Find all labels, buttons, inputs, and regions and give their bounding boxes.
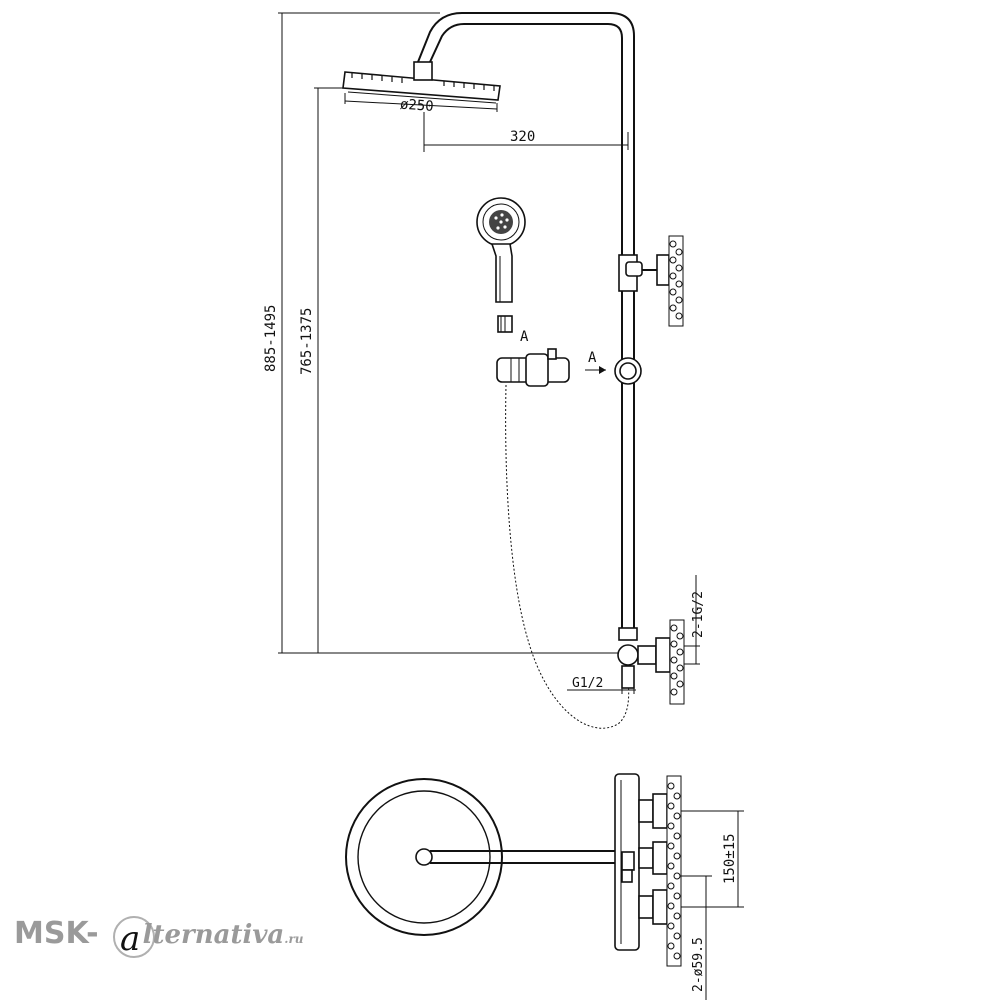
section-a-arrow: A xyxy=(585,350,606,374)
arm-reach-dimension: 320 xyxy=(423,112,629,152)
outlet-thread-label: G1/2 xyxy=(572,676,603,691)
arm-height-label: 765-1375 xyxy=(299,308,315,375)
head-diameter-label: ø250 xyxy=(399,97,434,115)
arm-reach-label: 320 xyxy=(510,129,535,145)
overhead-shower-head xyxy=(342,61,501,104)
arm-height-dimension: 765-1375 xyxy=(299,87,345,653)
head-diameter-dimension: ø250 xyxy=(344,93,498,115)
svg-text:a: a xyxy=(120,919,140,959)
watermark-rest: lternativa xyxy=(142,920,285,950)
watermark-brand: MSK- xyxy=(14,916,99,951)
lower-connection xyxy=(617,619,685,705)
inlet-spacing-label: 150±15 xyxy=(722,833,738,884)
shower-hose xyxy=(505,384,630,729)
shower-arm xyxy=(417,12,635,255)
watermark-emblem: a xyxy=(113,916,155,959)
inlet-connection-dimension: 2-1G/2 xyxy=(684,575,706,665)
upper-wall-bracket xyxy=(625,235,684,327)
escutcheon-diameter-label: 2-ø59.5 xyxy=(691,937,706,992)
watermark-suffix: .ru xyxy=(284,932,304,946)
inlet-spacing-dimension: 150±15 xyxy=(681,810,744,908)
hand-shower xyxy=(476,197,526,333)
section-a-label-left: A xyxy=(520,329,529,345)
overall-height-label: 885-1495 xyxy=(263,305,279,372)
hand-shower-holder: A xyxy=(496,329,570,387)
riser-pipe xyxy=(618,254,638,641)
watermark-logo: MSK-lternativa.ru xyxy=(14,916,304,951)
top-view-shower-head xyxy=(345,778,626,936)
outlet-thread-dimension: G1/2 xyxy=(567,676,636,694)
inlet-connection-label: 2-1G/2 xyxy=(691,591,706,638)
riser-slider xyxy=(614,357,642,385)
top-view-mixer-body xyxy=(614,773,682,967)
overall-height-dimension: 885-1495 xyxy=(263,12,640,654)
section-a-label-right: A xyxy=(588,350,597,366)
escutcheon-diameter-dimension: 2-ø59.5 xyxy=(681,875,712,1000)
